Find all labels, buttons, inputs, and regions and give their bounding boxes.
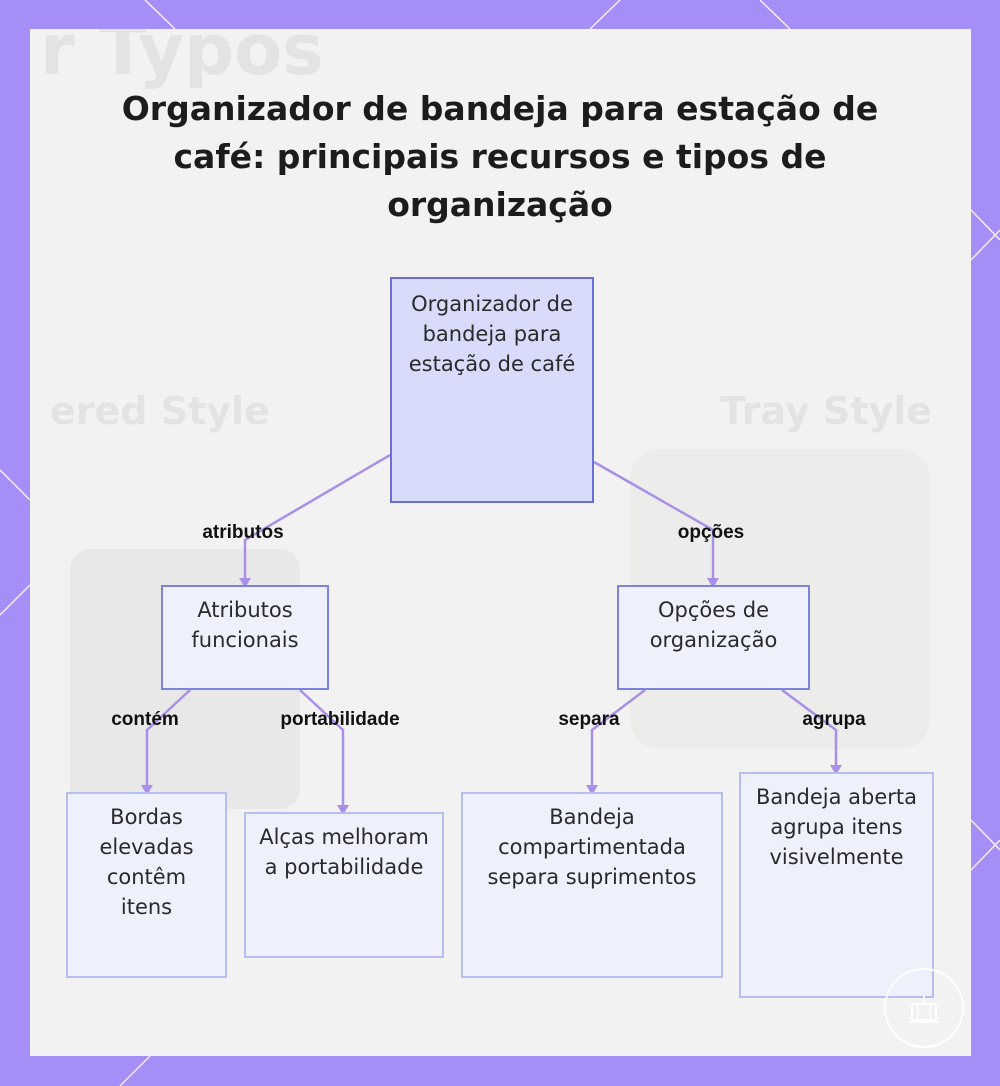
edge-attributes-handles — [299, 689, 345, 812]
node-options-label: Opções de organização — [649, 598, 778, 652]
node-handles-label: Alças melhoram a portabilidade — [259, 825, 429, 879]
node-root-label: Organizador de bandeja para estação de c… — [408, 292, 576, 376]
node-handles: Alças melhoram a portabilidade — [244, 812, 444, 958]
node-raised-edges-label: Bordas elevadas contêm itens — [99, 805, 194, 919]
background-ghost-text: ered Style — [50, 389, 270, 433]
node-root: Organizador de bandeja para estação de c… — [390, 277, 594, 503]
watermark-badge — [884, 968, 964, 1048]
edge-attributes-raised — [145, 689, 191, 792]
node-open-tray: Bandeja aberta agrupa itens visivelmente — [739, 772, 934, 998]
node-attributes-label: Atributos funcionais — [191, 598, 299, 652]
edge-label-contains: contém — [111, 709, 179, 730]
node-compartment-tray: Bandeja compartimentada separa supriment… — [461, 792, 723, 978]
edge-label-separates: separa — [558, 709, 620, 730]
edge-options-open — [781, 688, 838, 772]
background-ghost-text: r Typos — [40, 29, 324, 91]
coffee-station-icon — [908, 996, 940, 1023]
node-open-tray-label: Bandeja aberta agrupa itens visivelmente — [755, 785, 918, 869]
background-ghost-text: Tray Style — [720, 389, 933, 433]
edge-label-groups: agrupa — [802, 709, 866, 730]
edge-label-portability: portabilidade — [280, 709, 400, 730]
node-attributes: Atributos funcionais — [161, 585, 329, 690]
edge-options-compartment — [590, 689, 646, 792]
edge-label-attributes: atributos — [202, 522, 284, 543]
edge-root-options — [593, 460, 715, 585]
node-compartment-tray-label: Bandeja compartimentada separa supriment… — [487, 805, 697, 889]
edge-root-attributes — [243, 453, 391, 585]
node-options: Opções de organização — [617, 585, 810, 690]
page-title: Organizador de bandeja para estação de c… — [121, 89, 879, 224]
edge-label-options: opções — [677, 522, 745, 543]
node-raised-edges: Bordas elevadas contêm itens — [66, 792, 227, 978]
